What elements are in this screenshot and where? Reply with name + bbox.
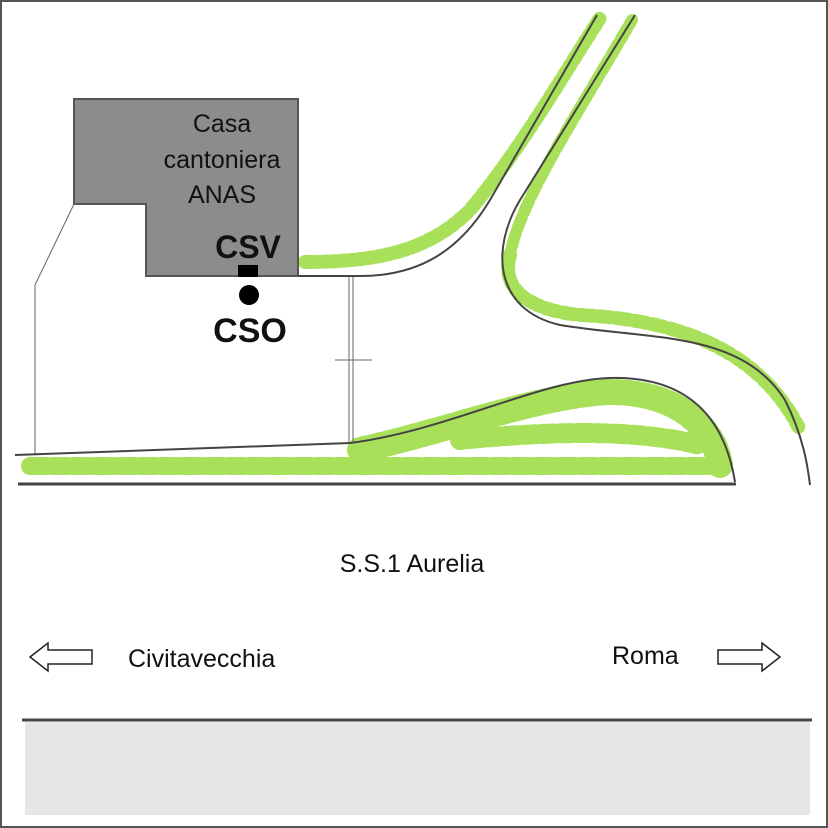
csv-label: CSV <box>215 229 281 265</box>
direction-civitavecchia: Civitavecchia <box>128 645 275 673</box>
arrow-left-icon <box>28 641 93 673</box>
road-name: S.S.1 Aurelia <box>340 550 485 578</box>
fence-line <box>34 203 75 455</box>
road-edges <box>14 14 812 722</box>
direction-roma: Roma <box>612 642 679 670</box>
cso-dot-marker <box>239 285 259 305</box>
arrow-right-icon <box>717 641 782 673</box>
vegetation <box>21 11 807 478</box>
csv-square-marker <box>238 265 258 277</box>
cso-label: CSO <box>213 312 287 350</box>
building-label-line2: cantoniera <box>164 146 281 174</box>
roadside-strip <box>25 722 810 815</box>
building-label-line1: Casa <box>193 110 251 138</box>
building-label-line3: ANAS <box>188 181 256 209</box>
